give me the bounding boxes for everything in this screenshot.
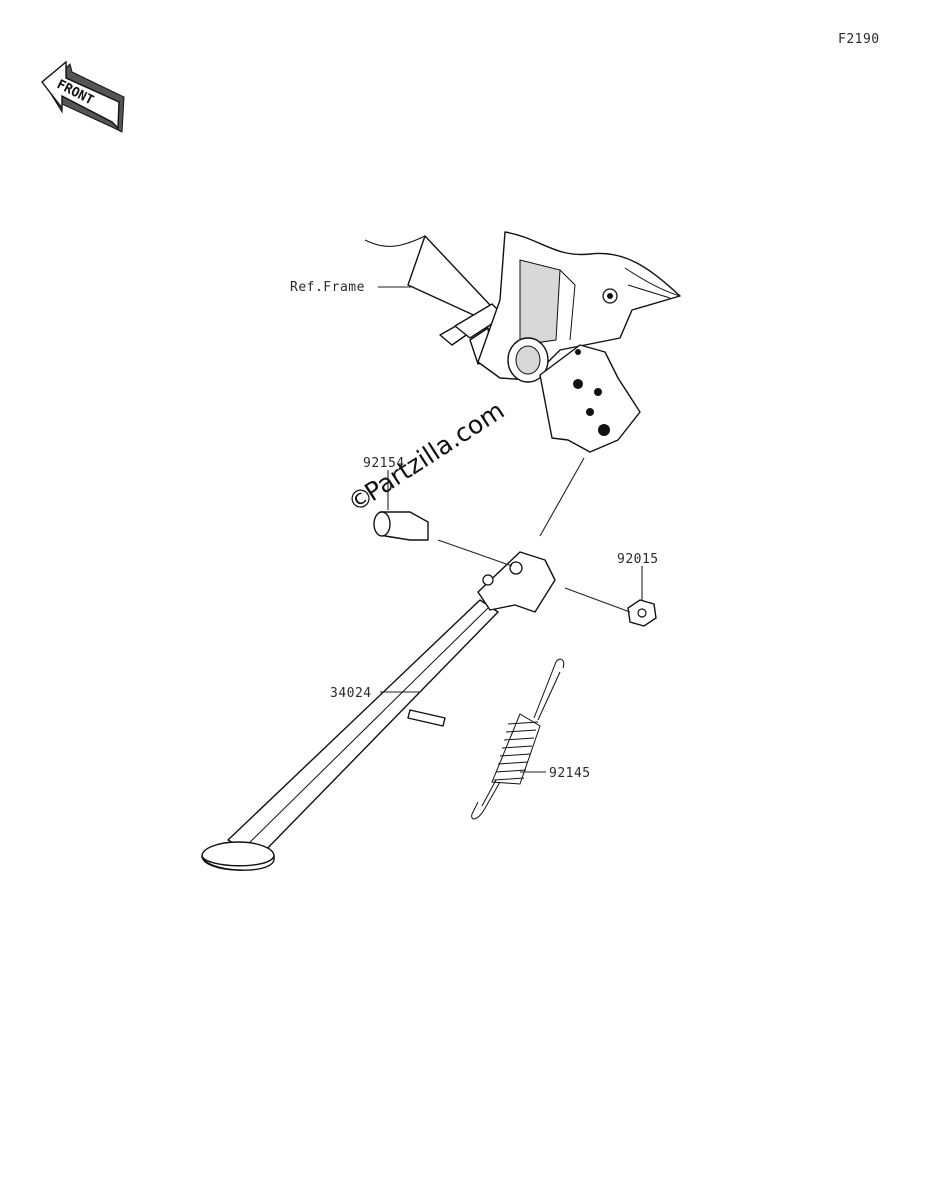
side-stand-illustration xyxy=(201,551,556,871)
frame-illustration xyxy=(364,231,681,453)
nut-illustration xyxy=(627,599,657,627)
bolt-part-number: 92154 xyxy=(363,456,405,471)
front-arrow-icon: FRONT xyxy=(41,60,125,133)
nut-part-number: 92015 xyxy=(617,552,659,567)
spring-illustration xyxy=(471,658,565,820)
ref-frame-label: Ref.Frame xyxy=(290,280,365,295)
leader-lines xyxy=(378,286,643,773)
bolt-illustration xyxy=(373,511,429,541)
spring-part-number: 92145 xyxy=(549,766,591,781)
figure-code: F2190 xyxy=(838,32,880,47)
watermark-text: Partzilla.com xyxy=(359,396,509,507)
side-stand-part-number: 34024 xyxy=(330,686,372,701)
